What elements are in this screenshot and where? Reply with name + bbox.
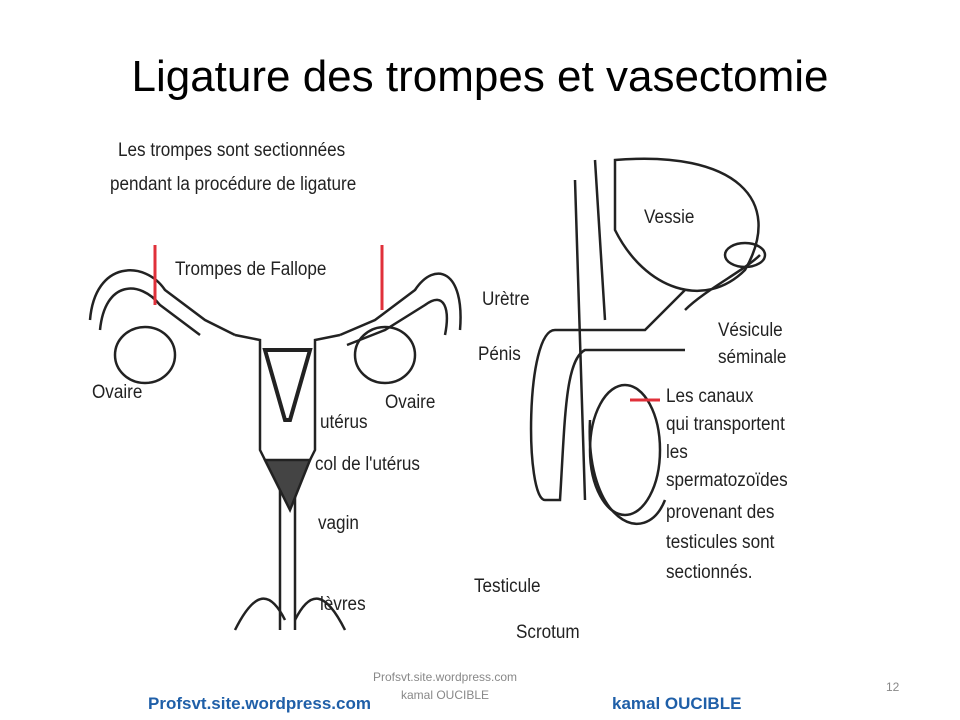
label-ovaire-right: Ovaire xyxy=(385,392,436,413)
female-anatomy-drawing xyxy=(88,269,462,631)
canaux-line: spermatozoïdes xyxy=(666,470,788,491)
label-col: col de l'utérus xyxy=(315,454,420,475)
label-vagin: vagin xyxy=(318,513,359,534)
reproductive-anatomy-diagram xyxy=(88,157,767,631)
canaux-line: qui transportent xyxy=(666,414,785,435)
slide-title: Ligature des trompes et vasectomie xyxy=(131,52,829,101)
label-uterus: utérus xyxy=(320,412,368,433)
label-penis: Pénis xyxy=(478,344,521,365)
female-caption-line1: Les trompes sont sectionnées xyxy=(118,140,346,161)
canaux-line: les xyxy=(666,442,688,463)
male-anatomy-drawing xyxy=(529,157,767,525)
footer-author: kamal OUCIBLE xyxy=(612,694,742,713)
canaux-line: sectionnés. xyxy=(666,562,753,583)
label-trompes: Trompes de Fallope xyxy=(175,259,327,280)
footer-small-site: Profsvt.site.wordpress.com xyxy=(372,670,518,684)
canaux-line: Les canaux xyxy=(666,386,754,407)
canaux-line: provenant des xyxy=(666,502,775,523)
label-vesicule-2: séminale xyxy=(718,347,787,368)
label-vessie: Vessie xyxy=(644,207,695,228)
page-number: 12 xyxy=(886,680,900,694)
female-caption-line2: pendant la procédure de ligature xyxy=(110,174,357,195)
footer-watermark: Profsvt.site.wordpress.com kamal OUCIBLE xyxy=(340,668,550,704)
footer-small-author: kamal OUCIBLE xyxy=(400,688,490,702)
label-uretre: Urètre xyxy=(482,289,530,310)
label-scrotum: Scrotum xyxy=(516,622,580,643)
female-cut-marks xyxy=(153,245,384,310)
label-levres: lèvres xyxy=(320,594,366,615)
label-vesicule-1: Vésicule xyxy=(718,320,783,341)
label-testicule: Testicule xyxy=(474,576,541,597)
canaux-line: testicules sont xyxy=(666,532,775,553)
label-ovaire-left: Ovaire xyxy=(92,382,143,403)
footer-site: Profsvt.site.wordpress.com xyxy=(148,694,371,713)
